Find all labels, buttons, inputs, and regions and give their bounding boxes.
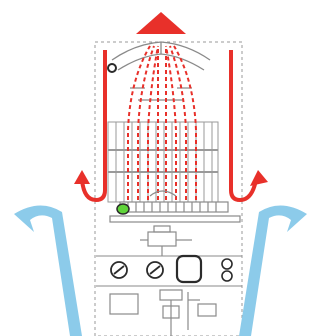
sensor-icon	[107, 63, 117, 73]
dial-icon[interactable]	[110, 261, 128, 279]
gas-valve	[140, 225, 192, 256]
cold-air-arrow-icon	[239, 205, 307, 336]
burner-assembly	[109, 190, 241, 223]
display-icon	[175, 254, 203, 284]
burner-indicator-icon	[116, 203, 130, 215]
control-panel	[96, 254, 242, 287]
hot-air-arrow-icon	[74, 170, 90, 184]
heat-exchanger	[107, 121, 219, 203]
casing-outline	[94, 41, 243, 336]
combustion-flow	[127, 45, 197, 200]
dial-icon[interactable]	[146, 261, 164, 279]
exhaust-arrow-icon	[136, 12, 186, 34]
hot-air-arrow-icon	[250, 170, 268, 186]
link-icon	[221, 258, 233, 282]
cold-air-arrow-icon	[14, 205, 82, 336]
hot-air-flow	[80, 50, 258, 203]
lower-compartment	[109, 289, 217, 336]
draft-hood	[111, 41, 211, 101]
